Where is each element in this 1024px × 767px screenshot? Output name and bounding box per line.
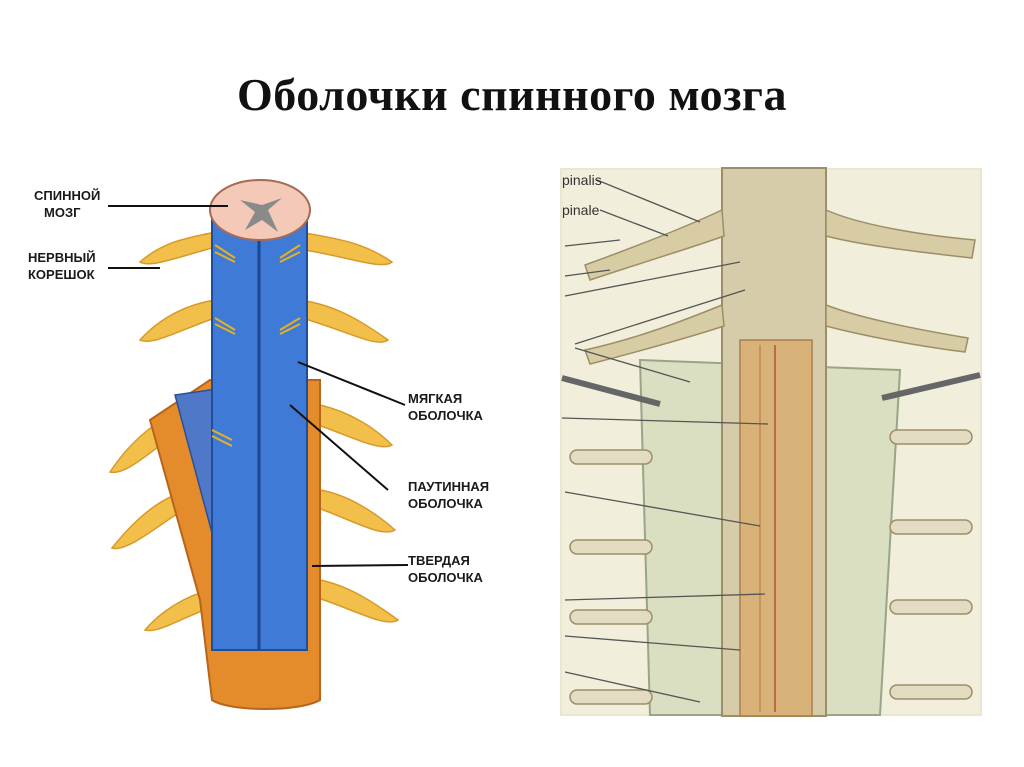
right-label-pinale: pinale [562,202,600,218]
slide-title: Оболочки спинного мозга [237,69,787,120]
label-nerve-root: НЕРВНЫЙ КОРЕШОК [28,250,96,282]
nerve-rootlets [211,244,301,447]
label-pointers [108,205,409,567]
label-dura-mater: ТВЕРДАЯ ОБОЛОЧКА [408,553,483,585]
label-spinal-cord: СПИННОЙ МОЗГ [34,188,101,220]
dissection-photo [560,167,982,717]
right-label-pinalis: pinalis [562,172,602,188]
label-pia-mater: МЯГКАЯ ОБОЛОЧКА [408,391,483,423]
nerve-roots [108,231,400,632]
label-arachnoid-mater: ПАУТИННАЯ ОБОЛОЧКА [408,479,490,511]
